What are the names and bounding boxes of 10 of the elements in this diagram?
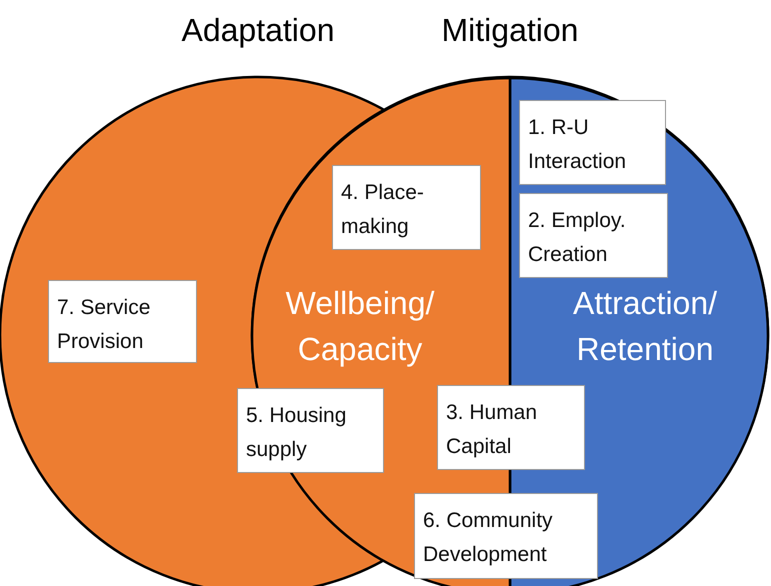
factor-card: 4. Place-making bbox=[332, 165, 481, 250]
factor-card: 7. Service Provision bbox=[48, 280, 197, 363]
factor-card: 1. R-U Interaction bbox=[519, 100, 666, 185]
factor-card: 6. Community Development bbox=[414, 493, 598, 579]
factor-card: 3. Human Capital bbox=[437, 385, 585, 470]
heading: Adaptation bbox=[180, 12, 336, 49]
region-label: Attraction/ Retention bbox=[572, 284, 718, 369]
factor-card: 2. Employ. Creation bbox=[519, 193, 668, 278]
region-label: Wellbeing/ Capacity bbox=[284, 284, 436, 369]
heading: Mitigation bbox=[440, 12, 580, 49]
